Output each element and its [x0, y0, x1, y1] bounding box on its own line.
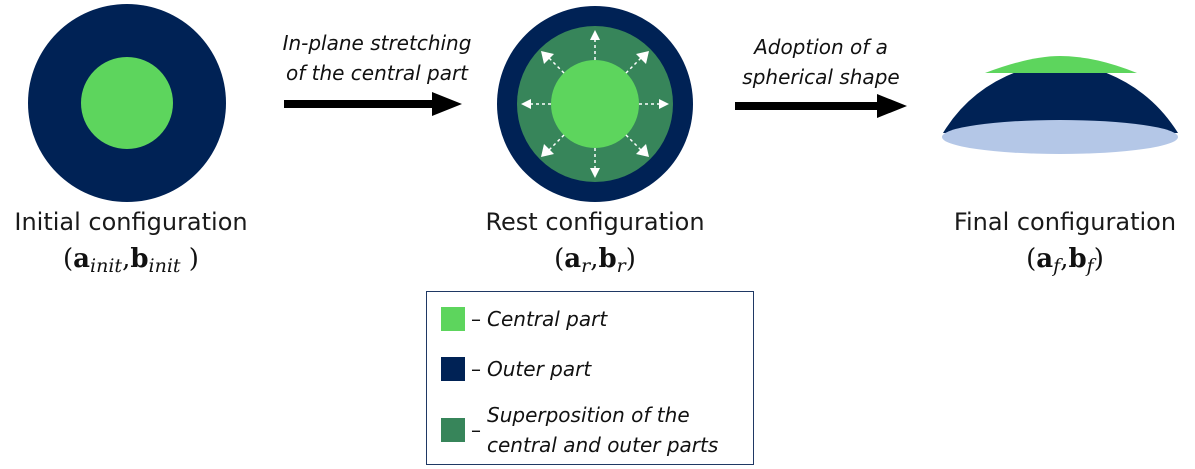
initial-central-part — [81, 57, 173, 149]
legend-item-superposition: – Superposition of the central and outer… — [441, 400, 718, 460]
final-param-a: a — [1036, 244, 1054, 274]
stretch-arrows — [521, 30, 669, 178]
final-param-b-sub: f — [1086, 255, 1094, 277]
rest-config-params: (ar,br) — [554, 244, 636, 277]
legend-label-superposition-line1: Superposition of the — [487, 403, 690, 427]
final-config-params: (af,bf) — [1026, 244, 1104, 277]
legend-item-central: – Central part — [441, 304, 607, 334]
legend-label-central: Central part — [487, 307, 608, 331]
initial-param-b: b — [130, 244, 149, 274]
rest-disk — [497, 6, 693, 202]
arrow-stretching-label-line1: In-plane stretching — [282, 31, 472, 55]
initial-param-b-sub: init — [148, 255, 181, 277]
arrow-spherical-label-line2: spherical shape — [742, 65, 900, 89]
final-config-title: Final configuration — [953, 208, 1177, 236]
legend-dash: – — [471, 418, 481, 442]
final-dome — [942, 56, 1178, 154]
initial-disk — [28, 4, 226, 202]
outer-swatch — [441, 357, 465, 381]
initial-param-a-sub: init — [90, 255, 123, 277]
legend-label-superposition-line2: central and outer parts — [487, 433, 719, 457]
rest-param-a: a — [564, 244, 582, 274]
arrow-stretching-label: In-plane stretching of the central part — [262, 28, 492, 88]
rest-param-b-sub: r — [616, 255, 626, 277]
arrow-spherical-label: Adoption of a spherical shape — [716, 32, 926, 92]
legend-label-superposition: Superposition of the central and outer p… — [487, 400, 718, 460]
legend-item-outer: – Outer part — [441, 354, 591, 384]
arrow-spherical-label-line1: Adoption of a — [754, 35, 888, 59]
arrow-spherical — [735, 94, 907, 118]
initial-config-params: (ainit,binit ) — [63, 244, 199, 277]
final-param-a-sub: f — [1053, 255, 1061, 277]
rest-param-b: b — [598, 244, 617, 274]
initial-config-title: Initial configuration — [14, 208, 248, 236]
final-dome-base — [942, 120, 1178, 154]
initial-param-a: a — [73, 244, 91, 274]
rest-config-title: Rest configuration — [485, 208, 705, 236]
rest-central-part — [551, 60, 639, 148]
superposition-swatch — [441, 418, 465, 442]
legend-dash: – — [471, 307, 481, 331]
arrow-stretching-label-line2: of the central part — [285, 61, 469, 85]
legend-label-outer: Outer part — [487, 357, 592, 381]
legend: – Central part – Outer part – Superposit… — [426, 291, 754, 465]
legend-dash: – — [471, 357, 481, 381]
rest-param-a-sub: r — [581, 255, 591, 277]
final-outer-part — [943, 61, 1178, 133]
final-param-b: b — [1068, 244, 1087, 274]
arrow-stretching — [284, 92, 462, 116]
central-swatch — [441, 307, 465, 331]
final-central-part — [985, 56, 1137, 73]
